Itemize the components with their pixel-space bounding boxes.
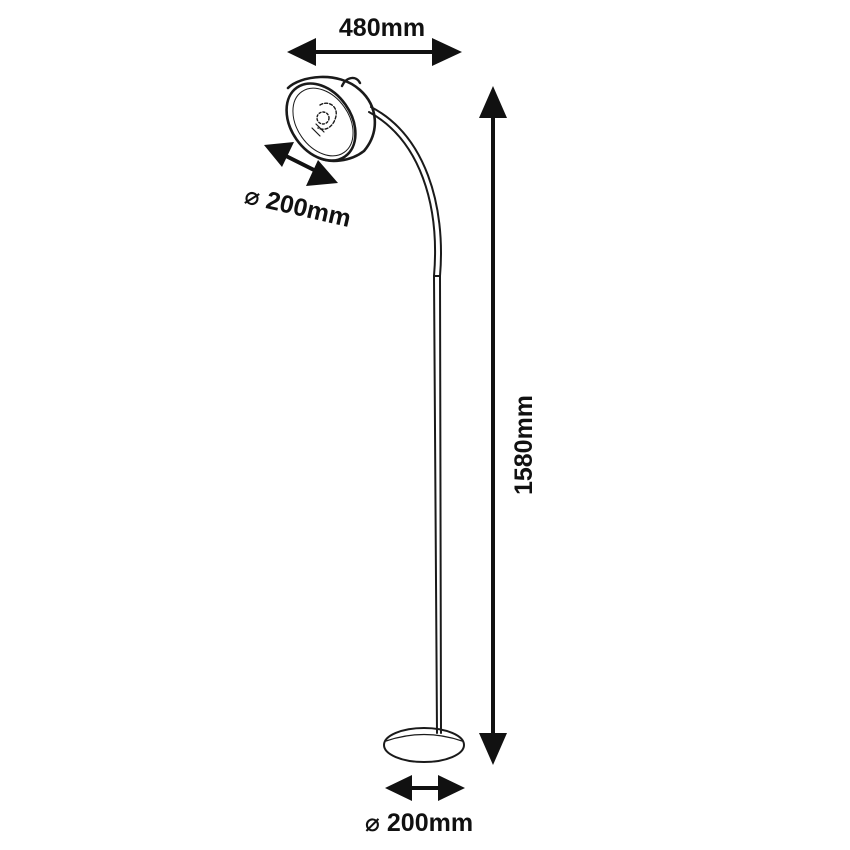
width-arrow (287, 38, 462, 66)
lamp-arc-arm (368, 106, 442, 277)
shade-diameter-arrow (264, 142, 338, 186)
base-diameter-dimension: ⌀ 200mm (365, 775, 473, 837)
light-bulb (311, 102, 337, 137)
shade-diameter-label: ⌀ 200mm (242, 181, 354, 233)
height-dimension: 1580mm (479, 86, 538, 765)
lamp-shade (285, 75, 377, 163)
width-dimension: 480mm (287, 14, 462, 66)
height-arrow (479, 86, 507, 765)
lamp-base (383, 727, 465, 763)
base-diameter-label: ⌀ 200mm (365, 809, 473, 837)
floor-lamp (285, 75, 465, 763)
width-label: 480mm (339, 14, 425, 42)
base-diameter-arrow (385, 775, 465, 801)
height-label: 1580mm (510, 395, 538, 495)
lamp-pole (433, 275, 442, 734)
